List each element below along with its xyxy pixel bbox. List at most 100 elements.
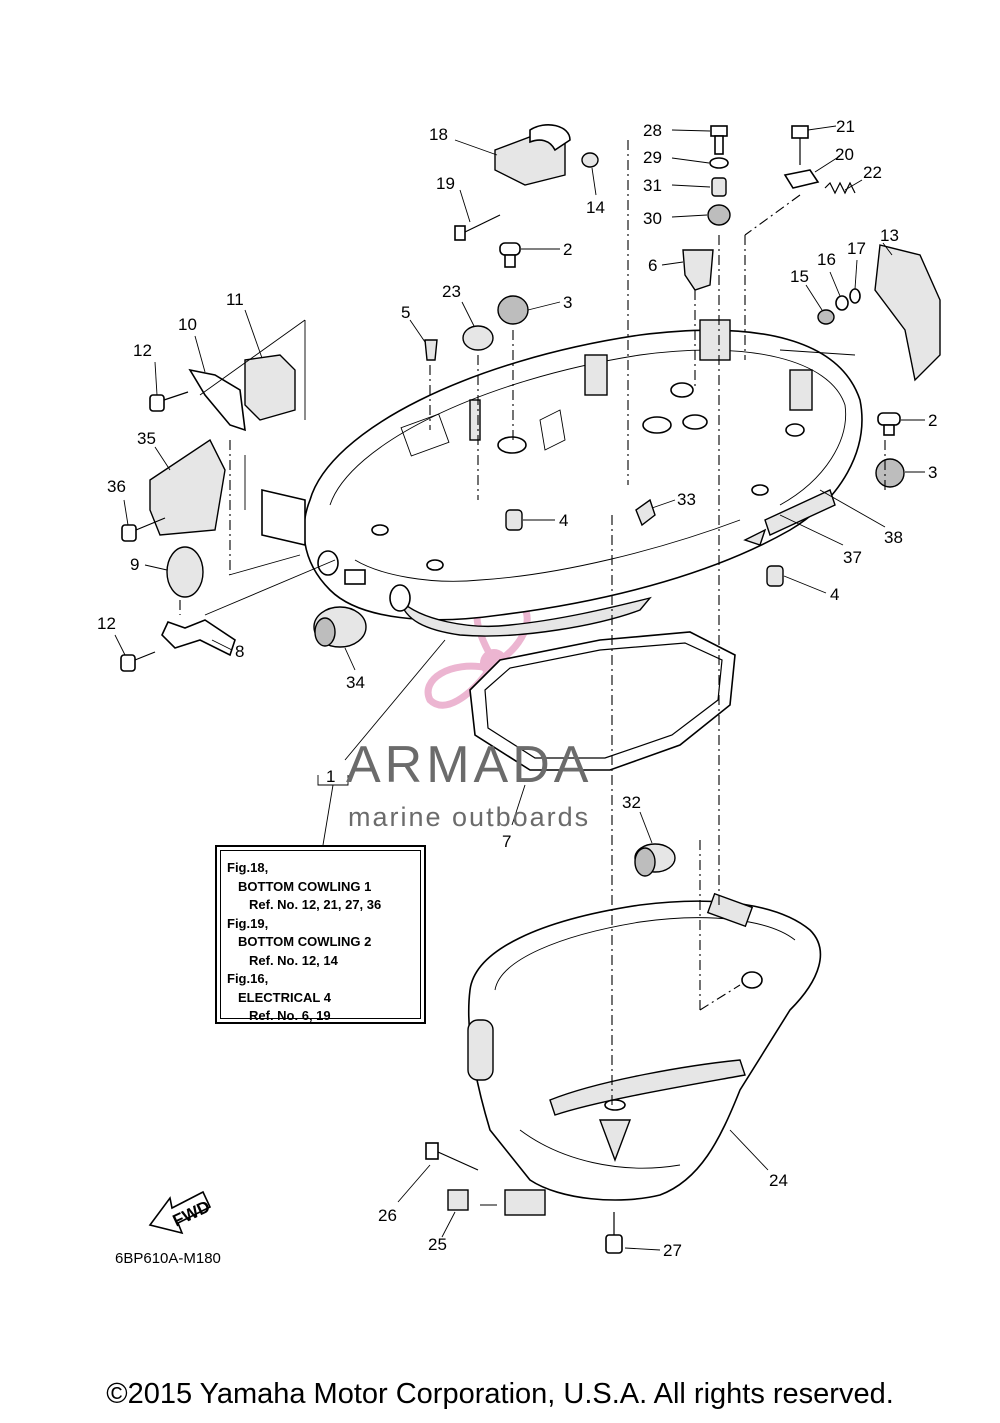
bolt-28	[710, 125, 728, 155]
grommet-3-right	[875, 458, 905, 488]
callout-3: 3	[928, 463, 937, 482]
callout-12: 12	[133, 341, 152, 360]
callout-31: 31	[643, 176, 662, 195]
ref-line: Fig.19,	[227, 915, 269, 931]
lever-13	[874, 244, 941, 382]
callout-20: 20	[835, 145, 854, 164]
callout-2: 2	[928, 411, 937, 430]
washer-17	[849, 288, 861, 304]
callout-26: 26	[378, 1206, 397, 1225]
latch-24-bottom	[504, 1189, 546, 1216]
callout-15: 15	[790, 267, 809, 286]
callout-34: 34	[346, 673, 365, 692]
diagram-code: 6BP610A-M180	[115, 1250, 221, 1267]
callout-28: 28	[643, 121, 662, 140]
callout-9: 9	[130, 555, 139, 574]
copyright-notice: ©2015 Yamaha Motor Corporation, U.S.A. A…	[106, 1378, 894, 1410]
holder-6	[682, 249, 714, 291]
grommet-3-top	[497, 295, 529, 325]
watermark-tagline: marine outboards	[348, 802, 591, 832]
ref-line: BOTTOM COWLING 2	[238, 934, 372, 949]
callout-labels: 1 2 2 3 3 4 4 5 6 7 8 9 10 11 12 12 13 1…	[97, 117, 937, 1260]
ref-line: Ref. No. 6, 19	[249, 1008, 331, 1023]
ref-line: ELECTRICAL 4	[238, 989, 331, 1005]
ref-line: Fig.16,	[227, 971, 269, 986]
bolt-12-upper	[149, 391, 189, 412]
callout-12: 12	[97, 614, 116, 633]
bracket-11	[244, 354, 296, 421]
alignment-lines	[179, 140, 886, 1206]
callout-32: 32	[622, 793, 641, 812]
collar-15	[817, 309, 835, 325]
callout-16: 16	[817, 250, 836, 269]
callout-17: 17	[847, 239, 866, 258]
collar-4-center	[505, 509, 523, 531]
bolt-21	[791, 125, 809, 165]
bolt-26	[425, 1142, 479, 1171]
bolt-19	[454, 214, 501, 241]
callout-23: 23	[442, 282, 461, 301]
callout-30: 30	[643, 209, 662, 228]
clamp-bracket-18	[494, 124, 571, 186]
callout-3: 3	[563, 293, 572, 312]
lower-cowling-24	[467, 843, 822, 1201]
callout-22: 22	[863, 163, 882, 182]
reference-box: Fig.18, BOTTOM COWLING 1 Ref. No. 12, 21…	[215, 845, 426, 1024]
leader-lines	[114, 125, 925, 1251]
washer-29	[709, 157, 729, 169]
callout-13: 13	[880, 226, 899, 245]
plug-9	[166, 546, 204, 598]
callout-10: 10	[178, 315, 197, 334]
plate-10	[188, 368, 246, 432]
bolt-36	[121, 517, 166, 542]
callout-6: 6	[648, 256, 657, 275]
callout-33: 33	[677, 490, 696, 509]
bolt-2-right	[877, 412, 901, 436]
grommet-14	[581, 152, 599, 168]
bottom-cowling-main	[261, 319, 863, 637]
callout-7: 7	[502, 832, 511, 851]
callout-4: 4	[830, 585, 839, 604]
grommet-30	[707, 204, 731, 226]
callout-2: 2	[563, 240, 572, 259]
screw-5	[424, 339, 438, 361]
gasket-7	[469, 631, 736, 771]
connector-25	[447, 1189, 469, 1211]
spring-22	[824, 181, 856, 195]
plate-20	[783, 169, 820, 189]
callout-35: 35	[137, 429, 156, 448]
bolt-2-top	[499, 242, 521, 268]
fwd-arrow: FWD	[148, 1190, 213, 1235]
bolt-12-lower	[120, 651, 156, 672]
ref-line: Ref. No. 12, 21, 27, 36	[249, 897, 382, 912]
grommet-32	[634, 843, 676, 877]
callout-29: 29	[643, 148, 662, 167]
clip-33	[635, 498, 656, 527]
callout-37: 37	[843, 548, 862, 567]
callout-27: 27	[663, 1241, 682, 1260]
collar-31	[711, 177, 727, 197]
callout-21: 21	[836, 117, 855, 136]
bracket-35	[149, 438, 226, 536]
callout-24: 24	[769, 1171, 788, 1190]
callout-8: 8	[235, 642, 244, 661]
grommet-23	[462, 325, 494, 351]
callout-25: 25	[428, 1235, 447, 1254]
watermark-brand-name: ARMADA	[346, 736, 593, 794]
plate-8	[161, 619, 236, 657]
bolt-27	[605, 1212, 623, 1254]
collar-4-right	[766, 565, 784, 587]
callout-18: 18	[429, 125, 448, 144]
ref-line: Ref. No. 12, 14	[249, 952, 338, 968]
callout-38: 38	[884, 528, 903, 547]
grommet-34	[313, 606, 367, 648]
ref-line: Fig.18,	[227, 860, 269, 875]
callout-11: 11	[226, 290, 244, 309]
callout-4: 4	[559, 511, 568, 530]
callout-1: 1	[326, 767, 335, 786]
callout-14: 14	[586, 198, 605, 217]
callout-36: 36	[107, 477, 126, 496]
callout-19: 19	[436, 174, 455, 193]
callout-5: 5	[401, 303, 410, 322]
